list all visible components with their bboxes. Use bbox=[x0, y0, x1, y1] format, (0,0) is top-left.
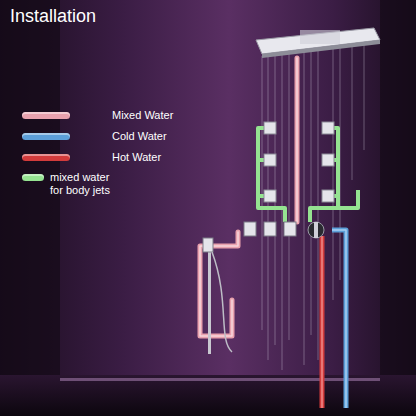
legend-swatch bbox=[22, 112, 70, 119]
body-jet bbox=[264, 190, 276, 202]
body-jet bbox=[264, 154, 276, 166]
mixed-water-pipe bbox=[295, 58, 300, 222]
legend-label: Hot Water bbox=[112, 151, 232, 164]
water-stream bbox=[364, 45, 365, 150]
water-stream bbox=[262, 56, 263, 330]
body-jet bbox=[264, 122, 276, 134]
mixed-water-pipe bbox=[200, 232, 238, 336]
mixed-water-pipe bbox=[200, 58, 297, 336]
water-stream bbox=[311, 51, 312, 335]
body-jet bbox=[264, 122, 334, 202]
hot-water-pipe bbox=[320, 236, 325, 408]
body-jet-pipe bbox=[310, 128, 338, 222]
mixed-water-pipe bbox=[200, 232, 238, 336]
water-stream bbox=[282, 54, 283, 370]
cold-water-pipe bbox=[332, 230, 346, 408]
cold-water-pipe bbox=[332, 230, 346, 408]
legend-swatch bbox=[22, 174, 44, 181]
hot-water-pipe bbox=[322, 236, 323, 408]
water-stream bbox=[333, 48, 334, 300]
valve-panel bbox=[284, 222, 296, 236]
body-jet bbox=[322, 154, 334, 166]
title: Installation bbox=[10, 6, 96, 27]
background bbox=[0, 375, 416, 416]
hand-shower bbox=[212, 252, 232, 352]
background bbox=[0, 0, 60, 416]
legend-swatch bbox=[22, 133, 70, 140]
legend-swatch bbox=[22, 154, 70, 161]
cold-water-pipe bbox=[332, 230, 346, 408]
valve-panel bbox=[314, 222, 318, 238]
water-stream bbox=[352, 46, 353, 180]
rain-shower-head bbox=[256, 28, 380, 58]
background bbox=[60, 378, 380, 381]
valve-panel bbox=[244, 222, 256, 236]
hand-shower bbox=[203, 238, 232, 354]
water-stream bbox=[289, 53, 290, 340]
legend-label: Mixed Water bbox=[112, 109, 232, 122]
body-jet bbox=[322, 190, 334, 202]
legend-label: mixed water for body jets bbox=[50, 171, 122, 197]
legend-label: Cold Water bbox=[112, 130, 232, 143]
body-jet-pipe bbox=[338, 190, 358, 208]
water-stream bbox=[304, 52, 305, 365]
hand-shower bbox=[203, 238, 213, 252]
body-jet-pipe bbox=[258, 128, 285, 222]
valve-panel bbox=[264, 222, 276, 236]
valve-panel bbox=[244, 222, 324, 238]
body-jet bbox=[322, 122, 334, 134]
mixed-water-pipe bbox=[296, 58, 298, 222]
body-jet-pipe bbox=[258, 128, 358, 222]
hot-water-pipe bbox=[321, 236, 323, 408]
hand-shower bbox=[208, 244, 211, 354]
rain-shower-head bbox=[300, 30, 340, 44]
valve-panel bbox=[308, 222, 324, 238]
water-stream bbox=[318, 50, 319, 360]
background bbox=[380, 0, 416, 416]
